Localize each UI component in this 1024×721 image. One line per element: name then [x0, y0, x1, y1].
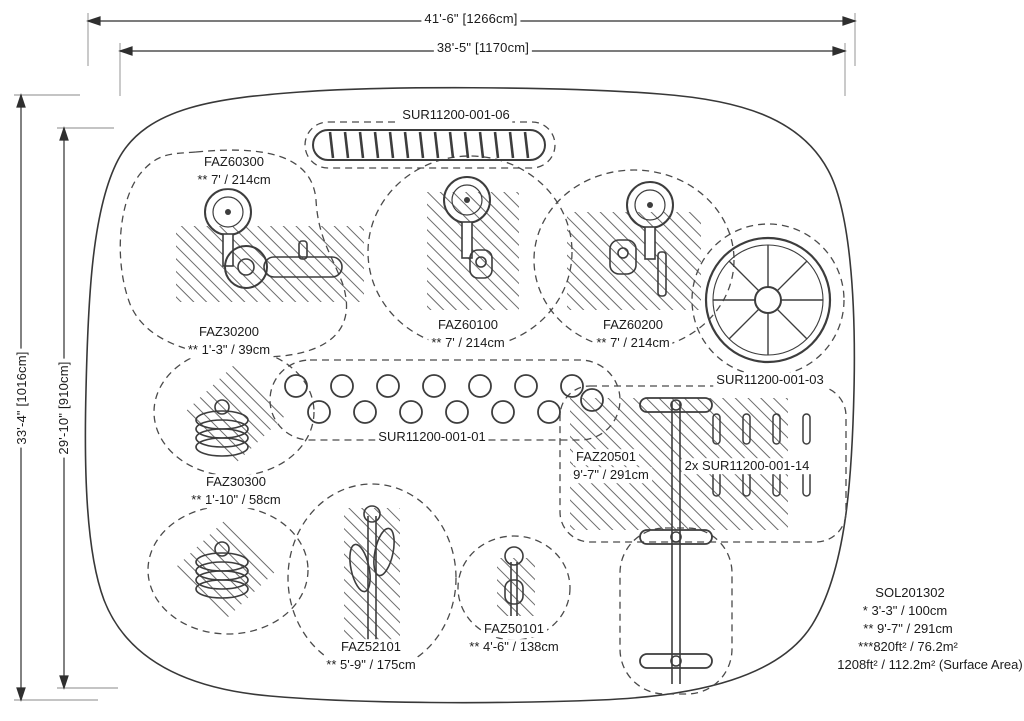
- summary-use-area: ***820ft² / 76.2m²: [855, 639, 961, 655]
- label-faz60300-id: FAZ60300: [201, 154, 267, 170]
- hatched-areas: [173, 192, 788, 640]
- label-faz52101-size: ** 5'-9" / 175cm: [323, 657, 419, 673]
- label-faz60200-id: FAZ60200: [600, 317, 666, 333]
- dim-top-outer-label: 41'-6" [1266cm]: [421, 11, 521, 27]
- label-faz30200-id: FAZ30200: [196, 324, 262, 340]
- faz30200-coil-graphic: [195, 399, 249, 457]
- label-faz60200-size: ** 7' / 214cm: [593, 335, 673, 351]
- summary-surface-area: 1208ft² / 112.2m² (Surface Area): [834, 657, 1024, 673]
- label-faz20501-id: FAZ20501: [573, 449, 639, 465]
- summary-height-1: * 3'-3" / 100cm: [859, 603, 951, 619]
- spinner-graphic: [704, 236, 832, 364]
- label-faz60100-id: FAZ60100: [435, 317, 501, 333]
- dim-top-inner-label: 38'-5" [1170cm]: [433, 40, 533, 56]
- faz50101-graphic: [504, 546, 524, 616]
- overhead-ladder-graphic: [312, 129, 546, 161]
- stepping-pods-graphic: [284, 374, 604, 424]
- label-sur11200-001-01: SUR11200-001-01: [375, 429, 489, 445]
- faz30300-coil-graphic: [195, 541, 249, 599]
- label-faz60300-size: ** 7' / 214cm: [194, 172, 274, 188]
- label-faz50101-id: FAZ50101: [481, 621, 547, 637]
- label-faz30200-size: ** 1'-3" / 39cm: [184, 342, 274, 358]
- label-faz50101-size: ** 4'-6" / 138cm: [466, 639, 562, 655]
- dim-left-inner-label: 29'-10" [910cm]: [56, 358, 72, 458]
- label-faz52101-id: FAZ52101: [338, 639, 404, 655]
- summary-height-2: ** 9'-7" / 291cm: [860, 621, 956, 637]
- label-faz60100-size: ** 7' / 214cm: [428, 335, 508, 351]
- summary-id: SOL201302: [872, 585, 948, 601]
- label-sur11200-001-14: 2x SUR11200-001-14: [681, 458, 813, 474]
- equipment-graphics: [195, 129, 832, 684]
- faz60100-graphic: [443, 176, 493, 279]
- faz60300-graphic: [204, 188, 343, 289]
- label-faz20501-size: 9'-7" / 291cm: [570, 467, 652, 483]
- climber-pole-graphic: [639, 397, 713, 684]
- label-sur11200-001-06: SUR11200-001-06: [399, 107, 513, 123]
- label-faz30300-size: ** 1'-10" / 58cm: [188, 492, 284, 508]
- dim-left-outer-label: 33'-4" [1016cm]: [14, 348, 30, 448]
- faz60200-graphic: [609, 181, 674, 297]
- label-faz30300-id: FAZ30300: [203, 474, 269, 490]
- label-sur11200-001-03: SUR11200-001-03: [713, 372, 827, 388]
